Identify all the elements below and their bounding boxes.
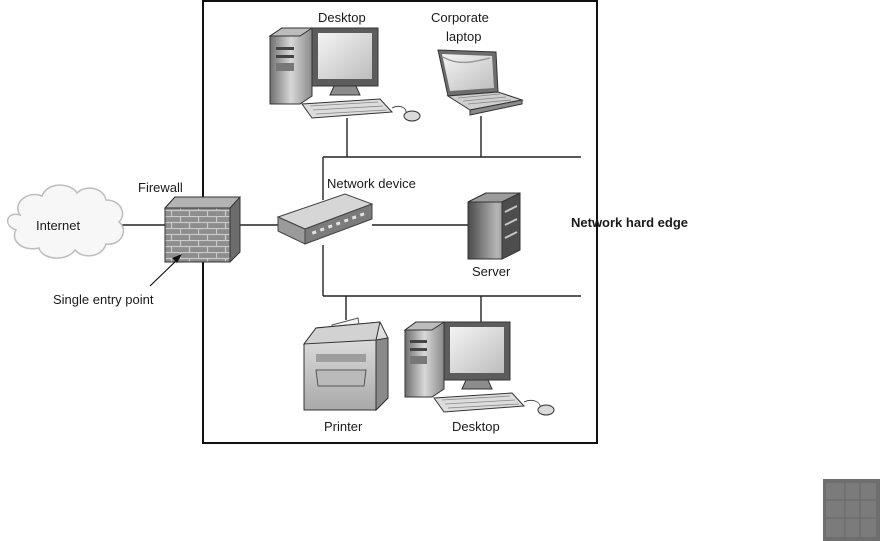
laptop-icon [437,49,524,116]
desktop-top-label: Desktop [318,10,366,25]
single-entry-point-label: Single entry point [53,292,154,307]
server-label: Server [472,264,511,279]
connection-lines [122,116,581,322]
firewall-label: Firewall [138,180,183,195]
desktop-bottom-label: Desktop [452,419,500,434]
entry-arrow [149,254,182,287]
thumbnail-image [823,479,880,541]
laptop-label-line1: Corporate [431,10,489,25]
network-boundary [202,0,598,444]
network-device-label: Network device [327,176,416,191]
internet-cloud [6,184,125,259]
desktop-computer-icon [268,27,421,122]
desktop-bottom-computer-icon [403,321,555,416]
firewall-icon [163,196,242,263]
printer-icon [302,317,389,412]
laptop-label-line2: laptop [446,29,481,44]
printer-label: Printer [324,419,363,434]
network-hard-edge-label: Network hard edge [571,215,688,230]
server-icon [467,192,521,260]
network-switch-icon [276,193,374,245]
internet-label: Internet [36,218,80,233]
